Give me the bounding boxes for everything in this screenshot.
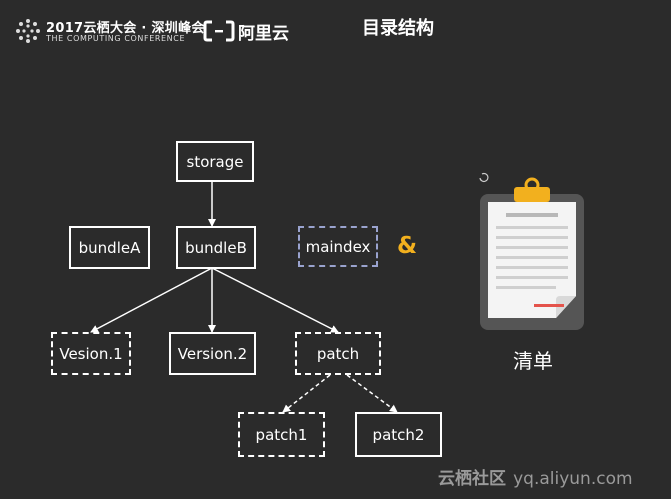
clipboard-label: 清单 bbox=[513, 349, 553, 373]
node-patch2: patch2 bbox=[355, 412, 442, 457]
node-maindex: maindex bbox=[298, 226, 378, 267]
watermark-url: yq.aliyun.com bbox=[513, 469, 633, 489]
node-patch: patch bbox=[295, 332, 381, 375]
watermark: 云栖社区 yq.aliyun.com bbox=[438, 464, 633, 489]
node-storage: storage bbox=[176, 141, 254, 182]
edge-bundleb-patch bbox=[211, 267, 339, 333]
conference-logo-icon bbox=[16, 19, 40, 43]
edge-patch-patch2 bbox=[346, 374, 398, 413]
node-vesion1: Vesion.1 bbox=[51, 332, 131, 375]
watermark-cn: 云栖社区 bbox=[438, 469, 506, 489]
conference-logo: 2017云栖大会 · 深圳峰会 THE COMPUTING CONFERENCE bbox=[14, 17, 204, 47]
edge-bundleb-vesion1 bbox=[90, 267, 213, 333]
node-bundlea: bundleA bbox=[69, 226, 150, 269]
node-version2: Version.2 bbox=[169, 332, 256, 375]
aliyun-bracket-icon bbox=[203, 20, 235, 42]
ampersand: & bbox=[397, 233, 418, 259]
node-patch1: patch1 bbox=[238, 412, 325, 457]
slide-title: 目录结构 bbox=[362, 18, 434, 39]
conference-subtitle: THE COMPUTING CONFERENCE bbox=[46, 34, 186, 43]
clipboard-icon bbox=[479, 172, 584, 330]
conference-title: 2017云栖大会 · 深圳峰会 bbox=[46, 21, 205, 36]
aliyun-brand: 阿里云 bbox=[238, 24, 289, 44]
node-bundleb: bundleB bbox=[176, 226, 256, 269]
edge-patch-patch1 bbox=[282, 374, 331, 413]
